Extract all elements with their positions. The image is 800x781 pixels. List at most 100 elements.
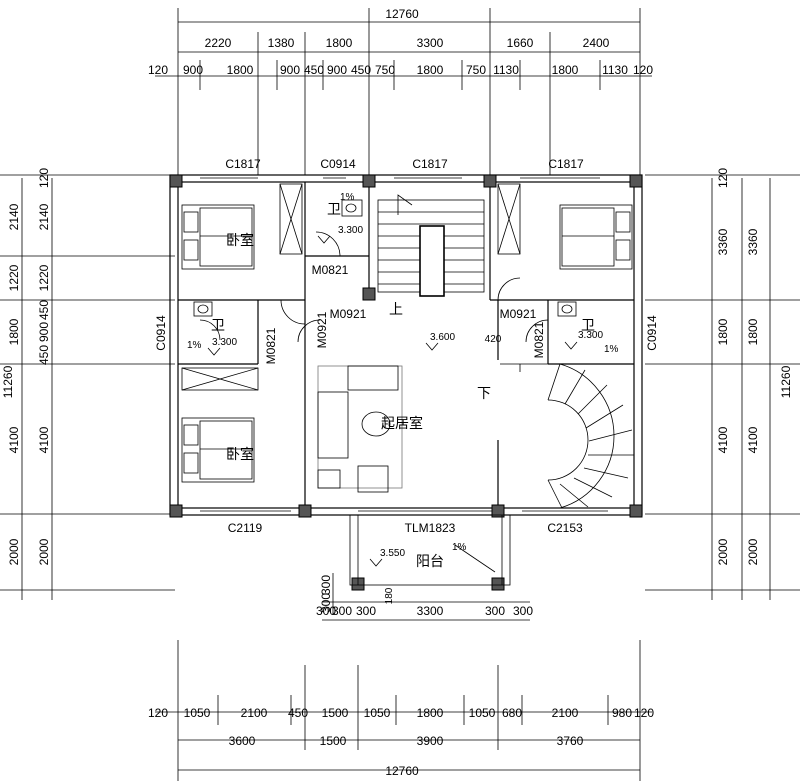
dim-top2: 120 bbox=[633, 63, 653, 77]
columns bbox=[169, 174, 643, 591]
dim-balcony: 300 bbox=[485, 604, 505, 618]
dim-left: 1800 bbox=[7, 318, 21, 345]
dim-right: 1800 bbox=[716, 318, 730, 345]
dim-bottom2: 3900 bbox=[417, 734, 444, 748]
dim-left-inner: 2140 bbox=[37, 203, 51, 230]
dim-left: 2140 bbox=[7, 203, 21, 230]
dim-left: 4100 bbox=[7, 426, 21, 453]
living-furniture bbox=[317, 365, 403, 493]
door-tag: M0921 bbox=[330, 307, 367, 321]
dim-bottom: 120 bbox=[634, 706, 654, 720]
dim-left-inner: 900 bbox=[37, 322, 51, 342]
dim-left-total: 11260 bbox=[1, 365, 15, 398]
dim-balcony-side: 300 bbox=[319, 575, 333, 595]
dim-top: 3300 bbox=[417, 36, 444, 50]
stair-down-label: 下 bbox=[477, 386, 491, 402]
dim-balcony: 3300 bbox=[417, 604, 444, 618]
window-tag: C0914 bbox=[320, 157, 356, 171]
dim-left-inner: 1220 bbox=[37, 264, 51, 291]
dim-left: 1220 bbox=[7, 264, 21, 291]
dim-bottom: 980 bbox=[612, 706, 632, 720]
dim-top-total: 12760 bbox=[385, 7, 419, 21]
door-tag: M0821 bbox=[264, 327, 278, 364]
dim-top2: 900 bbox=[183, 63, 203, 77]
dim-left-inner: 2000 bbox=[37, 538, 51, 565]
dim-left-inner: 120 bbox=[37, 168, 51, 188]
bottom-dimensions: 120 1050 2100 450 1500 1050 1800 1050 68… bbox=[148, 706, 654, 778]
dim-right: 120 bbox=[716, 168, 730, 188]
straight-stair bbox=[377, 194, 485, 297]
dim-right-outer: 2000 bbox=[746, 538, 760, 565]
opening-tags: C1817 C0914 C1817 C1817 M0821 M0921 M092… bbox=[154, 157, 659, 535]
dim-balcony: 300 bbox=[356, 604, 376, 618]
door-tag: M0821 bbox=[532, 321, 546, 358]
dim-balcony-side: 300 bbox=[319, 593, 333, 613]
dim-left-inner: 4100 bbox=[37, 426, 51, 453]
dim-right-outer: 1800 bbox=[746, 318, 760, 345]
dim-top: 1800 bbox=[326, 36, 353, 50]
dim-top2: 900 bbox=[280, 63, 300, 77]
dim-top: 2220 bbox=[205, 36, 232, 50]
window-tag: C2153 bbox=[547, 521, 583, 535]
walls bbox=[169, 174, 643, 516]
dim-top2: 750 bbox=[375, 63, 395, 77]
dim-bottom: 680 bbox=[502, 706, 522, 720]
room-label-wc: 卫 bbox=[327, 202, 341, 218]
spiral-stair bbox=[500, 363, 634, 509]
dim-small: 180 bbox=[384, 587, 395, 604]
slope-mark: 1% bbox=[452, 542, 467, 553]
left-dimensions: 2140 1220 1800 4100 2000 120 2140 1220 4… bbox=[1, 168, 51, 566]
dim-bottom: 120 bbox=[148, 706, 168, 720]
room-label-bedroom: 卧室 bbox=[226, 446, 254, 463]
dim-right-outer: 4100 bbox=[746, 426, 760, 453]
dim-right: 2000 bbox=[716, 538, 730, 565]
dim-top2: 1800 bbox=[227, 63, 254, 77]
dim-bottom: 450 bbox=[288, 706, 308, 720]
slope-mark: 1% bbox=[187, 340, 202, 351]
dim-bottom: 2100 bbox=[552, 706, 579, 720]
window-tag: C1817 bbox=[548, 157, 584, 171]
dim-bottom: 1050 bbox=[469, 706, 496, 720]
slope-mark: 1% bbox=[604, 344, 619, 355]
balcony bbox=[349, 514, 511, 586]
level-marks: 3.300 3.300 3.300 3.600 3.550 1% 1% 1% 1… bbox=[187, 192, 619, 567]
toilets bbox=[193, 199, 577, 317]
window-tag: C1817 bbox=[412, 157, 448, 171]
room-label-wc: 卫 bbox=[211, 318, 225, 334]
dim-bottom: 1050 bbox=[364, 706, 391, 720]
window-tag: C2119 bbox=[228, 521, 263, 535]
window-tag: C0914 bbox=[154, 315, 168, 351]
room-label-wc: 卫 bbox=[581, 318, 595, 334]
dim-balcony: 300 bbox=[332, 604, 352, 618]
dim-top: 2400 bbox=[583, 36, 610, 50]
room-label-balcony: 阳台 bbox=[416, 554, 444, 570]
stair-up-label: 上 bbox=[389, 302, 403, 318]
dim-bottom2: 1500 bbox=[320, 734, 347, 748]
bed-top bbox=[181, 204, 255, 270]
level-mark: 3.300 bbox=[578, 330, 603, 341]
level-mark: 3.300 bbox=[212, 337, 237, 348]
dim-balcony: 300 bbox=[513, 604, 533, 618]
dim-left-inner: 450 bbox=[37, 345, 51, 365]
dim-bottom2: 3760 bbox=[557, 734, 584, 748]
dim-bottom: 1050 bbox=[184, 706, 211, 720]
level-mark: 3.550 bbox=[380, 548, 405, 559]
dim-top: 1380 bbox=[268, 36, 295, 50]
dimension-lines bbox=[0, 8, 800, 781]
door-tag: TLM1823 bbox=[405, 521, 456, 535]
dim-right: 4100 bbox=[716, 426, 730, 453]
dim-bottom-total: 12760 bbox=[385, 764, 419, 778]
dim-top2: 450 bbox=[351, 63, 371, 77]
dim-right: 3360 bbox=[716, 228, 730, 255]
dim-top2: 900 bbox=[327, 63, 347, 77]
bed-bottom bbox=[181, 417, 255, 483]
room-label-bedroom: 卧室 bbox=[226, 232, 254, 249]
level-mark: 3.300 bbox=[338, 225, 363, 236]
dim-bottom: 2100 bbox=[241, 706, 268, 720]
dim-bottom: 1500 bbox=[322, 706, 349, 720]
dim-top2: 1130 bbox=[493, 63, 519, 77]
dim-bottom2: 3600 bbox=[229, 734, 256, 748]
room-label-living: 起居室 bbox=[381, 415, 423, 432]
dim-bottom: 1800 bbox=[417, 706, 444, 720]
